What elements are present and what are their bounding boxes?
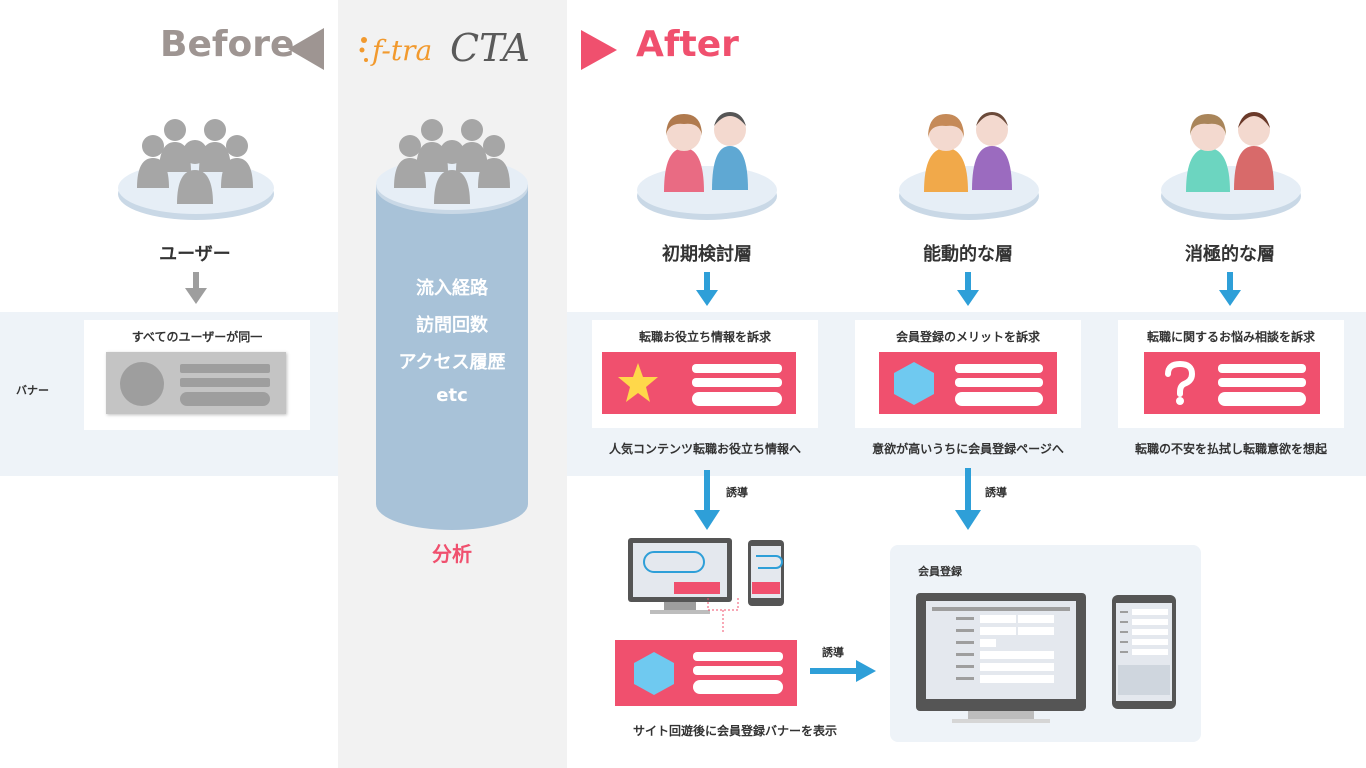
logo-mark-icon: [359, 37, 368, 62]
hexagon-icon: [894, 362, 934, 405]
question-icon: [1165, 360, 1196, 405]
segment-card-title: 転職に関するお悩み相談を訴求: [1146, 330, 1315, 344]
down-arrow-icon: [957, 272, 979, 306]
circle-icon: [120, 362, 164, 406]
analysis-item: 訪問回数: [416, 315, 488, 336]
banner-line: [1218, 378, 1306, 387]
segment-people-icon: [1161, 112, 1301, 220]
segment-card-title: 会員登録のメリットを訴求: [895, 330, 1040, 344]
segment-label: 消極的な層: [1185, 244, 1275, 265]
before-heading: Before: [160, 24, 295, 65]
segment-people-icon: [637, 112, 777, 220]
banner-line: [693, 666, 783, 675]
after-visit-caption: サイト回遊後に会員登録バナーを表示: [632, 724, 837, 738]
segment-banner-card: 転職に関するお悩み相談を訴求: [1118, 320, 1344, 428]
band-label: バナー: [16, 384, 49, 397]
banner-button: [693, 680, 783, 694]
segment-label: 能動的な層: [923, 244, 1013, 265]
segment-banner: [879, 352, 1057, 414]
analysis-label: 分析: [432, 542, 472, 566]
logo-suffix: CTA: [450, 26, 530, 70]
guide-label: 誘導: [985, 486, 1007, 499]
segment-banner: [1144, 352, 1320, 414]
banner-line: [955, 378, 1043, 387]
segment-banner-card: 転職お役立ち情報を訴求: [592, 320, 818, 428]
analysis-item: アクセス履歴: [398, 352, 506, 373]
right-arrow-icon: [810, 660, 876, 682]
user-group-icon: [118, 119, 274, 220]
down-arrow-icon: [694, 470, 720, 530]
segment-caption: 人気コンテンツ転職お役立ち情報へ: [608, 442, 801, 456]
segment-people-icon: [899, 112, 1039, 220]
star-icon: [618, 363, 658, 402]
guide-label: 誘導: [822, 646, 844, 659]
uniform-banner: [106, 352, 286, 414]
registration-banner: [615, 640, 797, 706]
down-arrow-icon: [955, 468, 981, 530]
guide-label: 誘導: [726, 486, 748, 499]
segment-card-title: 転職お役立ち情報を訴求: [638, 330, 771, 344]
after-heading: After: [636, 24, 739, 65]
site-devices-icon: [628, 538, 784, 634]
segment-caption: 意欲が高いうちに会員登録ページへ: [872, 442, 1064, 456]
hexagon-icon: [634, 652, 674, 695]
banner-line: [692, 378, 782, 387]
down-arrow-icon: [185, 272, 207, 304]
uniform-card-title: すべてのユーザーが同一: [131, 330, 263, 344]
analysis-cylinder: [376, 119, 528, 530]
down-arrow-icon: [696, 272, 718, 306]
banner-line: [1218, 364, 1306, 373]
banner-line: [955, 364, 1043, 373]
right-triangle-icon: [581, 30, 617, 70]
banner-line: [180, 378, 270, 387]
registration-title: 会員登録: [918, 565, 962, 578]
segment-banner-card: 会員登録のメリットを訴求: [855, 320, 1081, 428]
banner-button: [692, 392, 782, 406]
banner-line: [180, 364, 270, 373]
uniform-banner-card: すべてのユーザーが同一: [84, 320, 310, 430]
segment-label: 初期検討層: [662, 244, 752, 265]
banner-line: [693, 652, 783, 661]
banner-button: [180, 392, 270, 406]
banner-button: [955, 392, 1043, 406]
logo-prefix: f-tra: [372, 34, 433, 67]
registration-panel: 会員登録: [890, 545, 1201, 742]
registration-devices-icon: [916, 593, 1176, 723]
banner-button: [1218, 392, 1306, 406]
segment-caption: 転職の不安を払拭し転職意欲を想起: [1134, 442, 1327, 456]
banner-line: [692, 364, 782, 373]
segment-banner: [602, 352, 796, 414]
users-label: ユーザー: [159, 244, 231, 265]
logo: f-tra CTA: [358, 26, 558, 76]
analysis-item: etc: [436, 385, 468, 406]
analysis-item: 流入経路: [416, 278, 488, 299]
down-arrow-icon: [1219, 272, 1241, 306]
left-triangle-icon: [288, 28, 324, 70]
